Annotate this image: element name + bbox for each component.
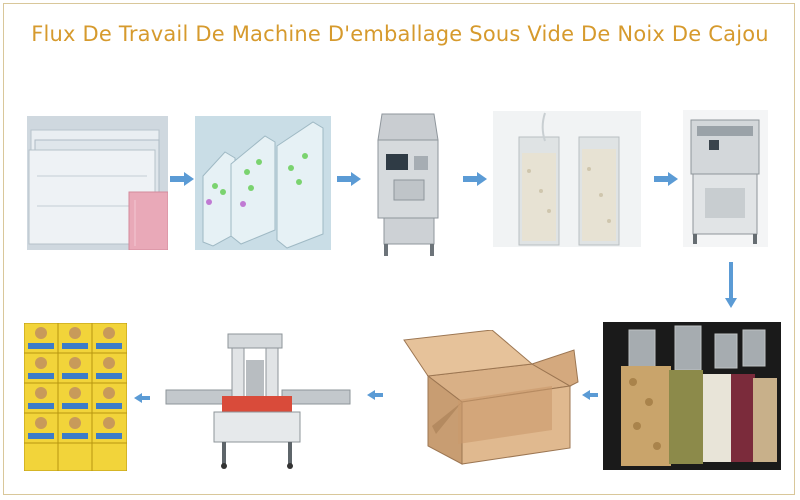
weighing-filling-machine-image — [372, 110, 447, 258]
step-empty-bags — [27, 116, 168, 250]
step-weighing-filler — [372, 110, 447, 258]
vacuum-sealed-packs-image — [603, 322, 781, 470]
step-filled-bags — [493, 111, 641, 247]
step-vacuum-packs — [603, 322, 781, 470]
carton-box-image — [392, 330, 579, 468]
step-carton-sealer — [162, 330, 354, 470]
step-vacuum-sealer — [683, 110, 768, 247]
arrow-right-1 — [170, 172, 194, 186]
diagram-title: Flux De Travail De Machine D'emballage S… — [31, 22, 769, 46]
carton-sealing-machine-image — [162, 330, 354, 470]
plastic-bags-image — [27, 116, 168, 250]
arrow-right-4 — [654, 172, 678, 186]
diagram-frame — [3, 3, 795, 495]
arrow-right-3 — [463, 172, 487, 186]
arrow-left-3 — [134, 393, 150, 403]
arrow-left-1 — [582, 390, 598, 400]
step-shaped-pouches — [195, 116, 331, 250]
step-stacked-cartons — [24, 323, 127, 471]
stacked-cartons-image — [24, 323, 127, 471]
vacuum-sealing-machine-image — [683, 110, 768, 247]
filled-bags-image — [493, 111, 641, 247]
arrow-left-2 — [367, 390, 383, 400]
step-carton-box — [392, 330, 579, 468]
arrow-down-1 — [724, 262, 738, 308]
arrow-right-2 — [337, 172, 361, 186]
transparent-pouches-image — [195, 116, 331, 250]
